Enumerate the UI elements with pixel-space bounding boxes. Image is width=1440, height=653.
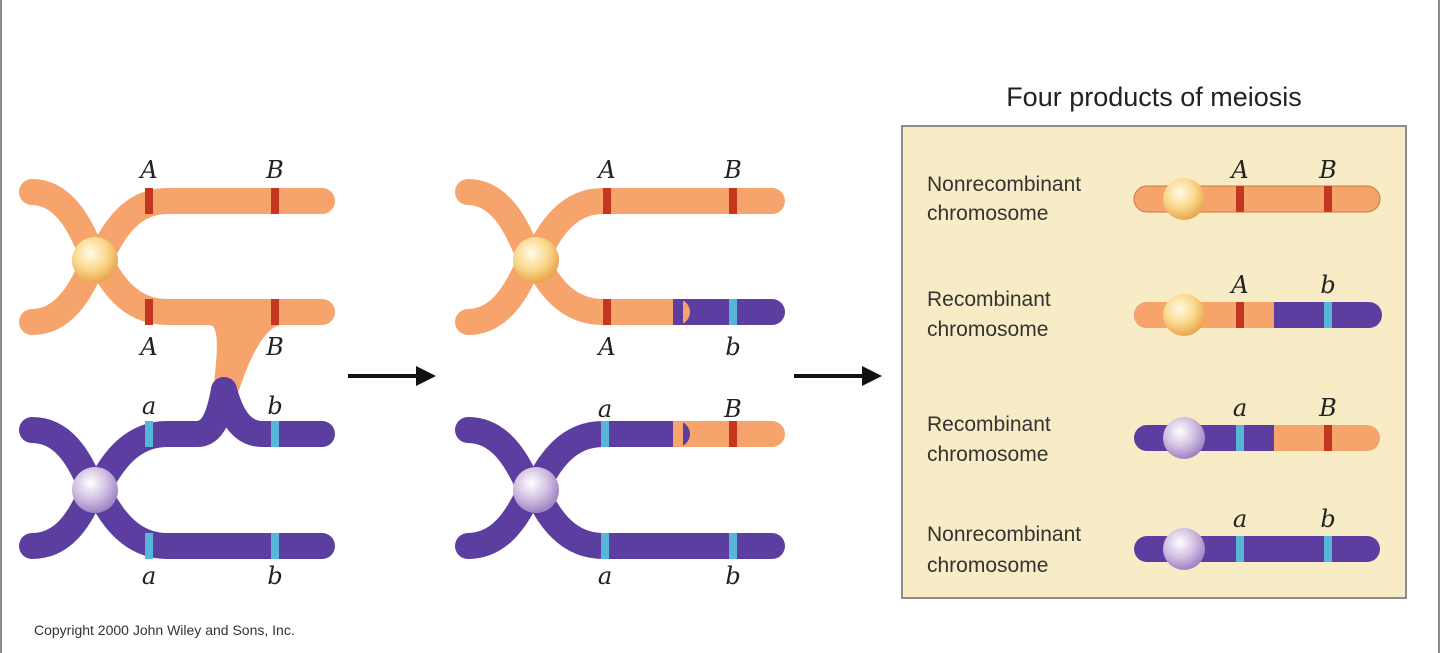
label2-b-mid: b [725, 333, 740, 361]
product-2-subtype: chromosome [927, 318, 1048, 341]
stage1-orange-homolog [19, 179, 335, 398]
stage1-purple-homolog [19, 377, 335, 559]
chromatid-recomb-Ab-orange [455, 246, 690, 335]
gene-marker-b-bot [271, 533, 279, 559]
label-b-bot: b [267, 562, 282, 590]
product-4: Nonrecombinant chromosome a b [927, 505, 1380, 577]
label2-B-top: B [723, 156, 742, 184]
product-4-type: Nonrecombinant [927, 523, 1081, 546]
stage2-orange-homolog [455, 179, 785, 335]
product-4-centromere [1163, 528, 1205, 570]
product-4-marker-right [1324, 536, 1332, 562]
product-3-label-right: B [1318, 394, 1337, 422]
chromatid-purple-top [19, 377, 237, 504]
gene-marker-A-mid [145, 299, 153, 325]
product-4-label-left: a [1233, 505, 1247, 533]
gene-marker-A-mid-2 [603, 299, 611, 325]
product-2-label-left: A [1229, 271, 1248, 299]
chromatid-purple-cross [211, 377, 335, 447]
product-2-label-right: b [1320, 271, 1335, 299]
gene-marker-a-bot [145, 533, 153, 559]
centromere-orange-2 [513, 237, 559, 283]
product-3-marker-right [1324, 425, 1332, 451]
gene-marker-a-mid [145, 421, 153, 447]
label-A-top: A [138, 156, 157, 184]
label2-A-mid: A [596, 333, 615, 361]
products-title: Four products of meiosis [1006, 82, 1302, 112]
chromatid-recomb-aB-purple [455, 417, 690, 504]
stage2-after-exchange: A B A b a B a b [455, 156, 785, 590]
product-2-marker-left [1236, 302, 1244, 328]
gene-marker-b-mid-2 [729, 299, 737, 325]
centromere-orange [72, 237, 118, 283]
copyright-notice: Copyright 2000 John Wiley and Sons, Inc. [34, 622, 295, 638]
product-1: Nonrecombinant chromosome A B [927, 156, 1381, 225]
centromere-purple [72, 467, 118, 513]
gene-marker-B-mid [271, 299, 279, 325]
product-1-marker-left [1236, 186, 1244, 212]
arrow-right-icon [794, 366, 882, 386]
product-2: Recombinant chromosome A b [927, 271, 1382, 341]
label-a-mid: a [142, 392, 156, 420]
arrow-right-icon [348, 366, 436, 386]
gene-marker-a-bot-2 [601, 533, 609, 559]
gene-marker-B-top-2 [729, 188, 737, 214]
chromatid-orange-top-2 [455, 179, 785, 274]
gene-marker-B-mid-2 [729, 421, 737, 447]
product-3-subtype: chromosome [927, 443, 1048, 466]
product-4-subtype: chromosome [927, 554, 1048, 577]
product-1-label-left: A [1229, 156, 1248, 184]
product-1-subtype: chromosome [927, 202, 1048, 225]
product-4-marker-left [1236, 536, 1244, 562]
gene-marker-a-mid-2 [601, 421, 609, 447]
gene-marker-b-bot-2 [729, 533, 737, 559]
label-B-mid: B [265, 333, 284, 361]
label2-a-bot: a [598, 562, 612, 590]
label-a-bot: a [142, 562, 156, 590]
stage2-purple-homolog [455, 417, 785, 559]
centromere-purple-2 [513, 467, 559, 513]
label-B-top: B [265, 156, 284, 184]
label2-A-top: A [596, 156, 615, 184]
product-3-label-left: a [1233, 394, 1247, 422]
product-3-centromere [1163, 417, 1205, 459]
product-1-type: Nonrecombinant [927, 173, 1081, 196]
gene-marker-A-top-2 [603, 188, 611, 214]
gene-marker-B-top [271, 188, 279, 214]
gene-marker-b-mid [271, 421, 279, 447]
product-3: Recombinant chromosome a B [927, 394, 1380, 466]
label2-B-mid: B [723, 395, 742, 423]
product-2-marker-right [1324, 302, 1332, 328]
product-1-marker-right [1324, 186, 1332, 212]
product-3-marker-left [1236, 425, 1244, 451]
product-1-centromere [1163, 178, 1205, 220]
product-1-label-right: B [1318, 156, 1337, 184]
product-3-type: Recombinant [927, 413, 1051, 436]
label-b-mid: b [267, 392, 282, 420]
product-2-centromere [1163, 294, 1205, 336]
label2-b-bot: b [725, 562, 740, 590]
label-A-mid: A [138, 333, 157, 361]
label2-a-mid: a [598, 395, 612, 423]
stage1-crossover: A B A B a b a b [19, 156, 335, 590]
product-2-type: Recombinant [927, 288, 1051, 311]
gene-marker-A-top [145, 188, 153, 214]
product-4-label-right: b [1320, 505, 1335, 533]
chromatid-purple-bottom-2 [455, 476, 785, 559]
